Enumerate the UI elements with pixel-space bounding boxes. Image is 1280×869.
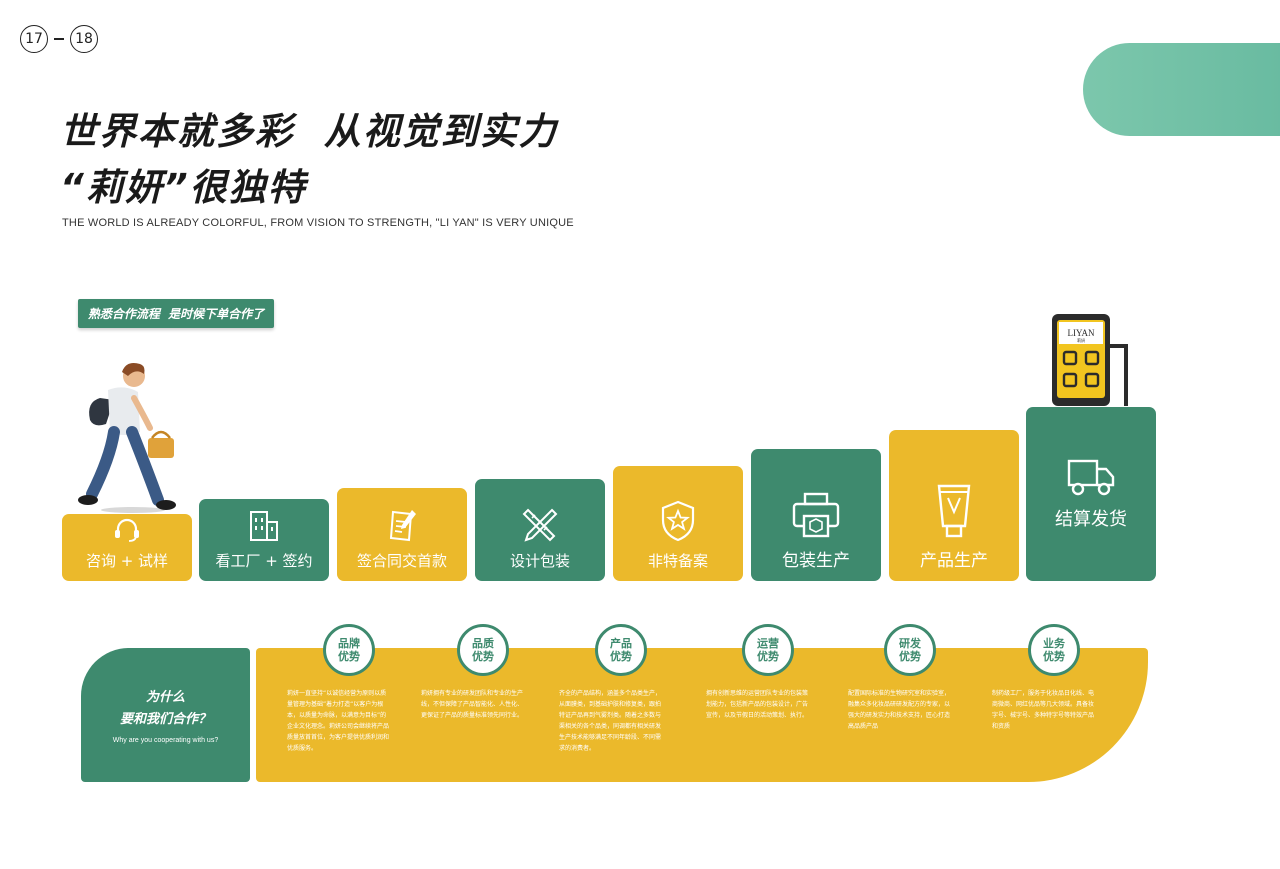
advantage-subtitle: 优势 [610,650,632,663]
page-number-right: 18 [70,25,98,53]
contract-icon [389,510,416,542]
headset-icon [115,518,139,542]
step-filing[interactable]: 非特备案 [613,466,743,581]
design-tools-icon [522,508,558,542]
advantage-product: 产品优势 齐全的产品结构，涵盖多个品类生产，从面膜类，到基础护肤和修复类，跟拍特… [551,624,691,754]
process-badge: 熟悉合作流程 是时候下单合作了 [78,299,274,328]
advantage-badge: 研发优势 [884,624,936,676]
step-label: 看工厂 + 签约 [215,552,313,570]
advantage-title: 品牌 [338,637,360,650]
why-cooperate-box: 为什么 要和我们合作？ Why are you cooperating with… [81,648,250,782]
advantage-subtitle: 优势 [338,650,360,663]
building-icon [250,511,278,541]
advantage-title: 运营 [757,637,779,650]
advantage-desc: 莉妍拥有专业的研发团队和专业的生产线，不但保障了产品智能化、人性化、更保证了产品… [421,690,524,719]
step-label: 咨询 + 试样 [85,552,169,570]
step-sign-contract[interactable]: 签合同交首款 [337,488,467,581]
why-english: Why are you cooperating with us? [112,736,219,744]
corner-decoration [1083,43,1280,136]
advantage-desc: 拥有创新思维的运营团队专业的包装策划能力，包括新产品的包装设计，广告宣传，以及节… [706,690,809,719]
page-number: 17 18 [20,25,98,53]
advantages-bar [256,648,1148,782]
advantage-subtitle: 优势 [472,650,494,663]
advantage-business: 业务优势 制药级工厂，服务于化妆品日化线、电商微商、网红优品等几大领域。具备妆字… [984,624,1124,732]
why-line1: 为什么 [145,689,185,705]
step-label: 非特备案 [647,552,708,570]
advantage-badge: 品牌优势 [323,624,375,676]
device-brand: LIYAN [1068,328,1095,338]
step-label: 结算发货 [1055,509,1127,530]
advantage-badge: 业务优势 [1028,624,1080,676]
advantage-title: 产品 [610,637,632,650]
device-brand-sub: 莉妍 [1077,337,1085,343]
advantage-title: 研发 [899,637,921,650]
advantage-subtitle: 优势 [1043,650,1065,663]
advantage-desc: 配置国际标准的生物研究室和实验室，融集众多化妆品研研发配方的专家，以强大的研发实… [848,690,951,730]
page-title-line2: “莉妍”很独特 [60,166,307,209]
page-title: 世界本就多彩 从视觉到实力 “莉妍”很独特 [60,104,558,216]
why-line2: 要和我们合作？ [119,711,211,727]
advantage-badge: 产品优势 [595,624,647,676]
step-label: 产品生产 [920,551,988,571]
advantage-badge: 运营优势 [742,624,794,676]
advantage-rnd: 研发优势 配置国际标准的生物研究室和实验室，融集众多化妆品研研发配方的专家，以强… [840,624,980,732]
advantage-quality: 品质优势 莉妍拥有专业的研发团队和专业的生产线，不但保障了产品智能化、人性化、更… [413,624,553,721]
shield-star-icon [661,500,695,542]
advantage-subtitle: 优势 [757,650,779,663]
page-number-dash [54,38,64,40]
advantage-subtitle: 优势 [899,650,921,663]
tube-icon [937,484,971,538]
page-number-left: 17 [20,25,48,53]
walking-person-illustration [78,363,176,513]
page-title-line1: 世界本就多彩 从视觉到实力 [60,110,558,153]
step-package-production[interactable]: 包装生产 [751,449,881,581]
printer-icon [792,492,840,538]
advantage-badge: 品质优势 [457,624,509,676]
advantage-desc: 莉妍一直坚持“以诚信经营为原则以质量管理为基础”着力打造“以客户为根本，以质量为… [287,690,390,752]
advantage-operation: 运营优势 拥有创新思维的运营团队专业的包装策划能力，包括新产品的包装设计，广告宣… [698,624,838,721]
step-label: 设计包装 [509,552,570,570]
advantage-title: 品质 [472,637,494,650]
step-product-production[interactable]: 产品生产 [889,430,1019,581]
step-consult[interactable]: 咨询 + 试样 [62,514,192,581]
step-design-package[interactable]: 设计包装 [475,479,605,581]
advantage-desc: 齐全的产品结构，涵盖多个品类生产，从面膜类，到基础护肤和修复类，跟拍特证产品再到… [559,690,662,752]
phone-device-illustration: LIYAN 莉妍 [1052,314,1128,406]
step-settle-ship[interactable]: 结算发货 [1026,407,1156,581]
truck-icon [1067,459,1115,496]
step-visit-factory[interactable]: 看工厂 + 签约 [199,499,329,581]
page-subtitle: THE WORLD IS ALREADY COLORFUL, FROM VISI… [62,217,574,229]
advantage-title: 业务 [1043,637,1065,650]
step-label: 签合同交首款 [356,552,447,570]
advantage-desc: 制药级工厂，服务于化妆品日化线、电商微商、网红优品等几大领域。具备妆字号、械字号… [992,690,1095,730]
step-label: 包装生产 [782,551,850,571]
advantage-brand: 品牌优势 莉妍一直坚持“以诚信经营为原则以质量管理为基础”着力打造“以客户为根本… [279,624,419,754]
